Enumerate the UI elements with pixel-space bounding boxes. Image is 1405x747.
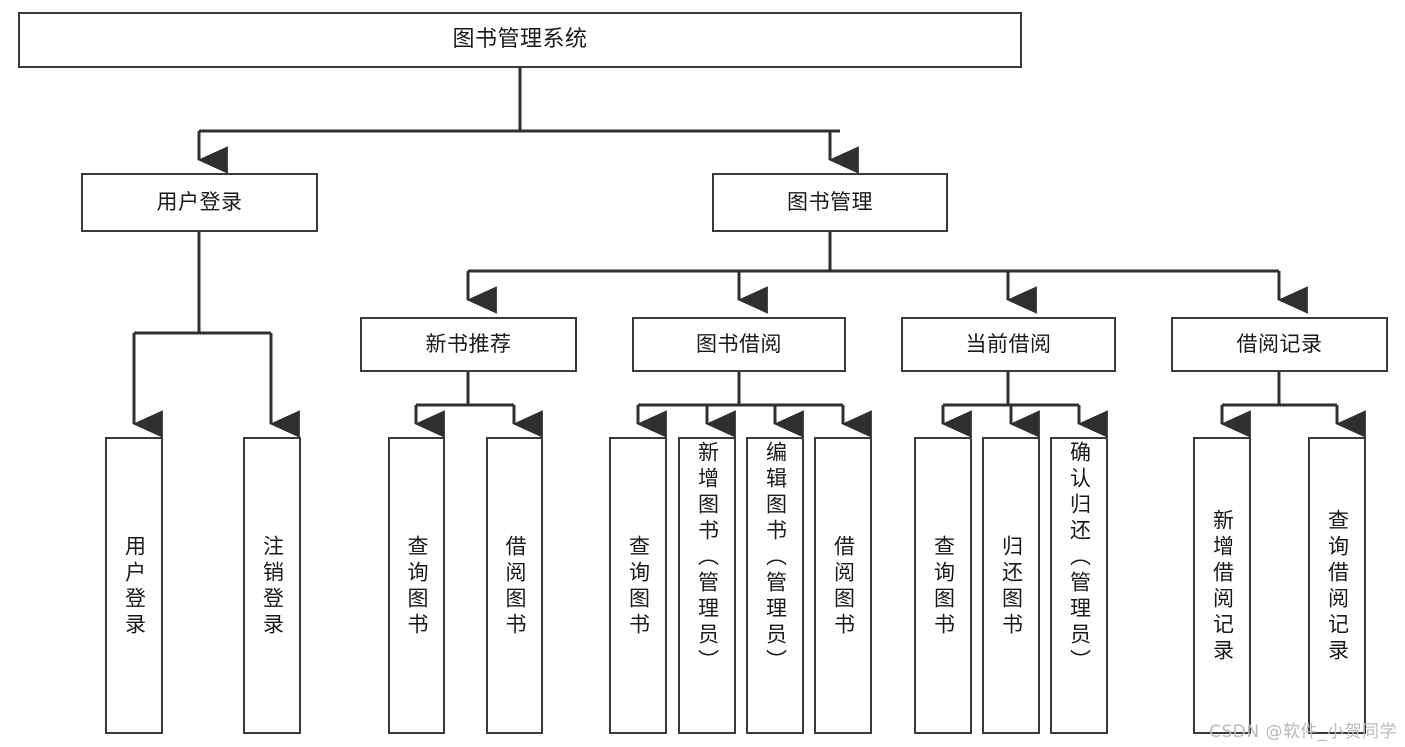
leaf-query-book-current[interactable]: 查询图书 bbox=[914, 437, 972, 734]
leaf-edit-book-admin[interactable]: 编辑图书（管理员） bbox=[746, 437, 804, 734]
node-user-login[interactable]: 用户登录 bbox=[81, 173, 318, 232]
node-label: 用户登录 bbox=[156, 190, 243, 215]
leaf-return-book[interactable]: 归还图书 bbox=[982, 437, 1040, 734]
node-new-book-recommend[interactable]: 新书推荐 bbox=[360, 317, 577, 372]
leaf-confirm-return-admin[interactable]: 确认归还（管理员） bbox=[1050, 437, 1108, 734]
node-current-borrow[interactable]: 当前借阅 bbox=[901, 317, 1116, 372]
node-book-borrow[interactable]: 图书借阅 bbox=[632, 317, 846, 372]
leaf-user-logout[interactable]: 注销登录 bbox=[243, 437, 301, 734]
leaf-borrow-book-recommend[interactable]: 借阅图书 bbox=[486, 437, 543, 734]
node-label: 当前借阅 bbox=[965, 332, 1052, 357]
node-label: 查询图书 bbox=[931, 534, 956, 639]
node-label: 借阅记录 bbox=[1236, 332, 1323, 357]
node-label: 图书管理 bbox=[787, 190, 873, 215]
node-label: 借阅图书 bbox=[831, 534, 856, 639]
node-label: 新增借阅记录 bbox=[1210, 508, 1235, 665]
node-label: 确认归还（管理员） bbox=[1067, 441, 1092, 675]
node-label: 用户登录 bbox=[122, 534, 147, 639]
node-label: 注销登录 bbox=[260, 534, 285, 639]
node-borrow-record[interactable]: 借阅记录 bbox=[1171, 317, 1388, 372]
node-label: 新增图书（管理员） bbox=[695, 441, 720, 675]
leaf-query-book-recommend[interactable]: 查询图书 bbox=[388, 437, 445, 734]
node-label: 图书管理系统 bbox=[452, 27, 588, 53]
node-label: 查询借阅记录 bbox=[1325, 508, 1350, 665]
leaf-borrow-book[interactable]: 借阅图书 bbox=[814, 437, 872, 734]
node-label: 编辑图书（管理员） bbox=[763, 441, 788, 675]
node-label: 新书推荐 bbox=[425, 332, 512, 357]
node-label: 查询图书 bbox=[405, 534, 429, 639]
node-label: 图书借阅 bbox=[696, 332, 782, 357]
node-label: 借阅图书 bbox=[503, 534, 527, 639]
watermark-text: CSDN @软件_小贺同学 bbox=[1209, 722, 1397, 742]
leaf-user-login[interactable]: 用户登录 bbox=[105, 437, 163, 734]
node-root-system[interactable]: 图书管理系统 bbox=[18, 12, 1022, 68]
leaf-add-borrow-record[interactable]: 新增借阅记录 bbox=[1193, 437, 1251, 734]
leaf-query-borrow-record[interactable]: 查询借阅记录 bbox=[1308, 437, 1366, 734]
node-label: 查询图书 bbox=[626, 534, 651, 639]
leaf-query-book-borrow[interactable]: 查询图书 bbox=[609, 437, 667, 734]
node-label: 归还图书 bbox=[999, 534, 1024, 639]
leaf-add-book-admin[interactable]: 新增图书（管理员） bbox=[678, 437, 736, 734]
node-book-management[interactable]: 图书管理 bbox=[712, 173, 948, 232]
